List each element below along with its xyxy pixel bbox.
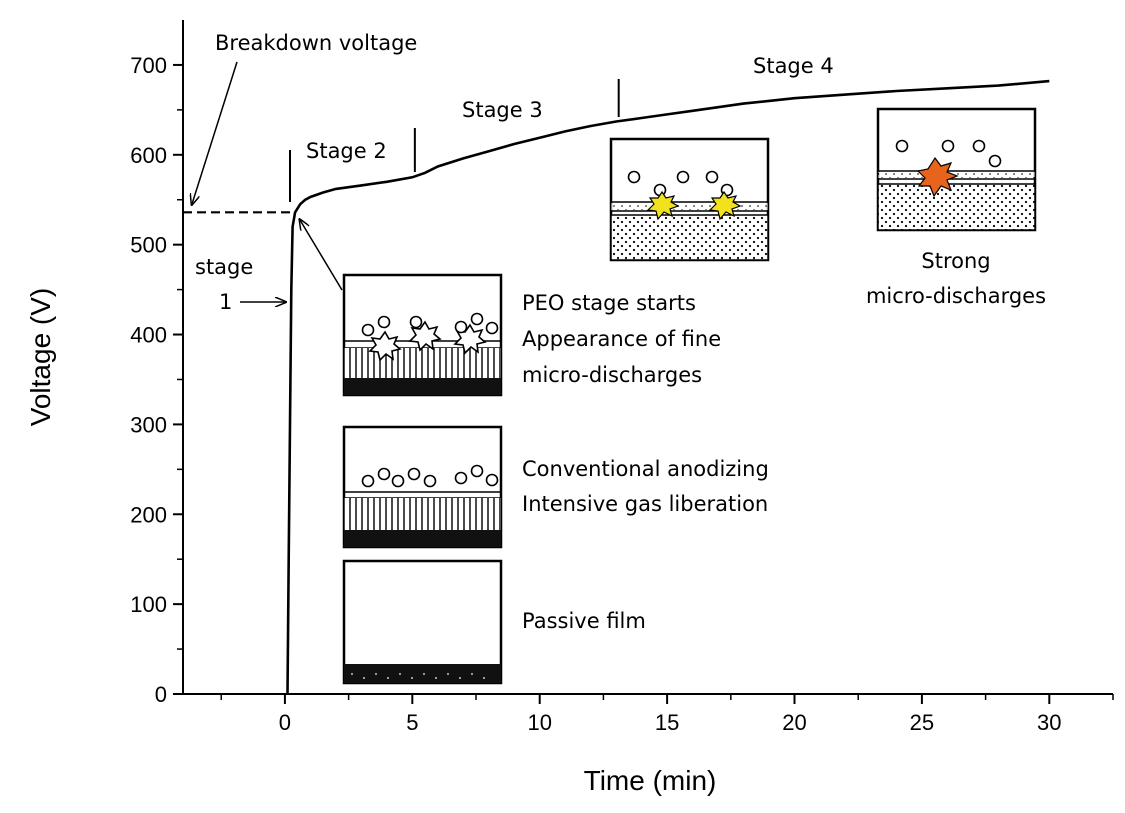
y-axis-title: Voltage (V) xyxy=(25,288,56,427)
y-tick-label: 400 xyxy=(130,323,167,348)
stage1-label-line2: 1 xyxy=(219,290,232,314)
inset-passive-film xyxy=(342,559,503,685)
y-tick-label: 500 xyxy=(130,233,167,258)
x-ticks: 0 5 10 15 20 25 30 xyxy=(220,694,1114,735)
peo-label-line2: Appearance of fine xyxy=(522,327,721,351)
inset-stage3 xyxy=(609,137,770,262)
y-tick-label: 600 xyxy=(130,143,167,168)
inset-stage4 xyxy=(876,107,1037,232)
x-tick-label: 5 xyxy=(406,710,418,735)
y-ticks: 0 100 200 300 400 500 600 700 xyxy=(130,53,183,707)
x-tick-label: 15 xyxy=(655,710,679,735)
x-tick-label: 30 xyxy=(1037,710,1061,735)
breakdown-arrow xyxy=(192,61,238,204)
y-tick-label: 700 xyxy=(130,53,167,78)
x-axis-title: Time (min) xyxy=(584,765,717,796)
strong-label-line2: micro-discharges xyxy=(866,284,1046,308)
y-tick-label: 100 xyxy=(130,592,167,617)
inset-peo-stage xyxy=(342,273,503,397)
passive-film-label: Passive film xyxy=(522,609,646,633)
stage1-label-line1: stage xyxy=(195,255,253,279)
x-tick-label: 20 xyxy=(782,710,806,735)
stage-markers xyxy=(289,79,620,202)
y-tick-label: 200 xyxy=(130,502,167,527)
peo-label-line3: micro-discharges xyxy=(522,363,702,387)
axes xyxy=(182,20,1113,695)
x-tick-label: 25 xyxy=(910,710,934,735)
conventional-label-line1: Conventional anodizing xyxy=(522,457,769,481)
x-tick-label: 10 xyxy=(527,710,551,735)
stage2-label: Stage 2 xyxy=(306,139,387,163)
y-tick-label: 0 xyxy=(155,682,167,707)
strong-label-line1: Strong xyxy=(921,249,990,273)
breakdown-label: Breakdown voltage xyxy=(215,31,417,55)
x-tick-label: 0 xyxy=(279,710,291,735)
y-tick-label: 300 xyxy=(130,412,167,437)
voltage-series-line xyxy=(286,79,1050,695)
peo-label-line1: PEO stage starts xyxy=(522,291,696,315)
stage4-label: Stage 4 xyxy=(753,54,834,78)
conventional-label-line2: Intensive gas liberation xyxy=(522,492,768,516)
peo-start-arrow xyxy=(300,220,343,291)
inset-conventional-anodizing xyxy=(342,425,503,549)
stage3-label: Stage 3 xyxy=(462,98,543,122)
